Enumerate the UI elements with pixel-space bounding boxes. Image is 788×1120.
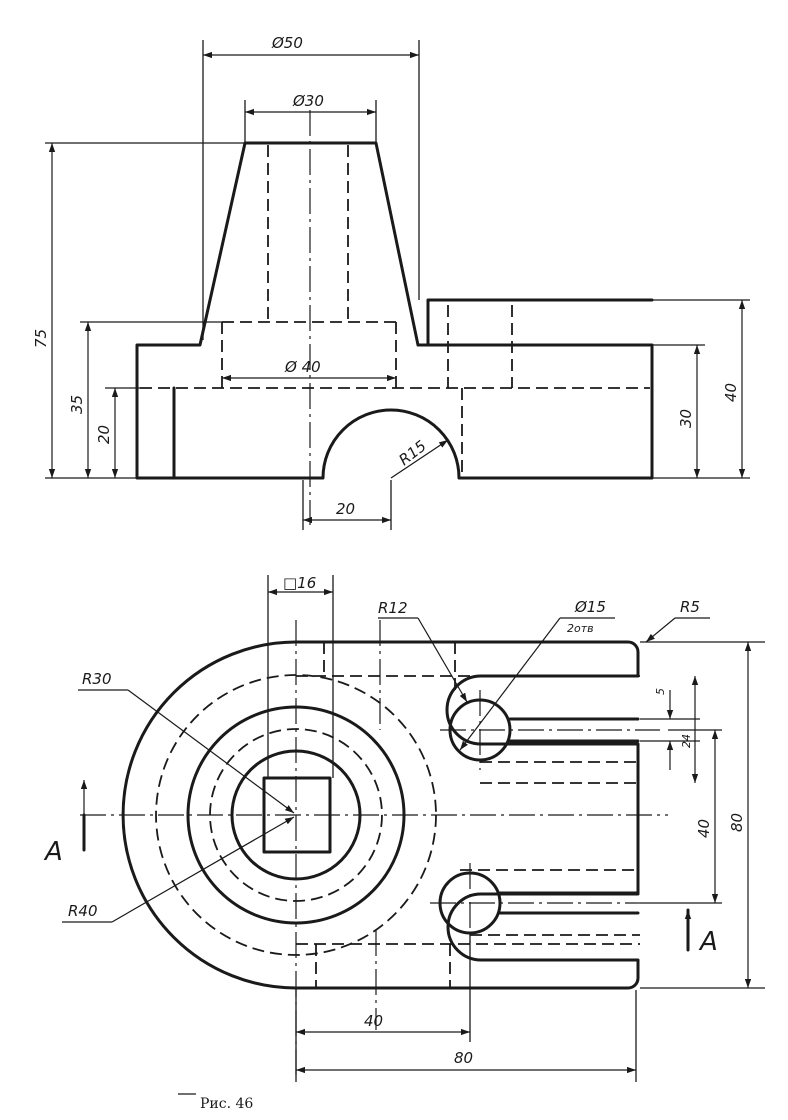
front-outline bbox=[135, 141, 654, 480]
dim-sq16: □16 bbox=[283, 574, 316, 592]
dim-h30: 30 bbox=[677, 409, 695, 428]
figure-caption: Рис. 46 bbox=[200, 1096, 253, 1112]
dim-h40: 40 bbox=[364, 1012, 383, 1030]
dim-w20: 20 bbox=[336, 500, 355, 518]
front-view: Ø50 Ø30 Ø 40 75 35 20 bbox=[32, 34, 750, 530]
top-view: A A □16 R12 Ø15 2отв R5 bbox=[43, 574, 765, 1082]
dim-d15: Ø15 bbox=[574, 598, 606, 616]
dim-v40: 40 bbox=[695, 819, 713, 838]
dim-r12: R12 bbox=[378, 599, 408, 617]
top-dimensions: □16 R12 Ø15 2отв R5 R30 R40 bbox=[62, 574, 765, 1082]
section-marks: A A bbox=[43, 780, 718, 957]
dim-r15: R15 bbox=[395, 437, 429, 469]
dim-d30: Ø30 bbox=[292, 92, 324, 110]
section-mark-right: A bbox=[698, 927, 718, 957]
dim-h40: 40 bbox=[722, 383, 740, 402]
front-dimensions: Ø50 Ø30 Ø 40 75 35 20 bbox=[32, 34, 750, 530]
section-mark-left: A bbox=[43, 837, 63, 867]
dim-r30: R30 bbox=[82, 670, 112, 688]
dim-d40: Ø 40 bbox=[284, 358, 321, 376]
front-hidden-lines bbox=[140, 145, 650, 478]
dim-h20: 20 bbox=[95, 425, 113, 444]
dim-d50: Ø50 bbox=[271, 34, 303, 52]
dim-h75: 75 bbox=[32, 329, 50, 348]
dim-holes: 2отв bbox=[567, 622, 594, 635]
dim-v5: 5 bbox=[654, 688, 667, 695]
dim-v80: 80 bbox=[728, 813, 746, 832]
dim-h35: 35 bbox=[68, 395, 86, 414]
dim-r40: R40 bbox=[68, 902, 98, 920]
dim-h80: 80 bbox=[454, 1049, 473, 1067]
dim-r5: R5 bbox=[680, 598, 700, 616]
dim-v24: 24 bbox=[680, 734, 693, 748]
